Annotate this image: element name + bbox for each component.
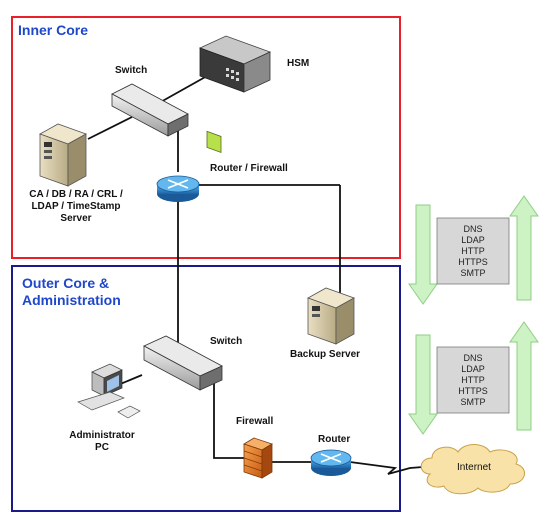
outer-core-title-line2: Administration bbox=[22, 292, 121, 308]
protocol-item: HTTPS bbox=[458, 386, 488, 396]
hsm-icon bbox=[198, 35, 272, 153]
protocol-item: LDAP bbox=[461, 235, 485, 245]
router-label: Router bbox=[318, 434, 351, 445]
protocol-item: SMTP bbox=[460, 397, 486, 407]
inner-switch-label: Switch bbox=[115, 65, 148, 76]
hsm-label: HSM bbox=[287, 58, 310, 69]
up-arrow-icon bbox=[509, 195, 539, 301]
protocol-list-bottom: DNS LDAP HTTP HTTPS SMTP bbox=[437, 353, 509, 408]
ca-server-label-line2: LDAP / TimeStamp bbox=[31, 201, 121, 212]
outer-switch-icon bbox=[143, 335, 223, 391]
internet-label: Internet bbox=[457, 462, 491, 473]
protocol-item: HTTP bbox=[461, 246, 485, 256]
outer-core-title: Outer Core & bbox=[22, 275, 110, 291]
outer-core-zone bbox=[11, 265, 401, 512]
backup-server-icon bbox=[307, 287, 355, 345]
inner-router-icon bbox=[156, 175, 200, 202]
firewall-label: Firewall bbox=[236, 416, 274, 427]
up-arrow-icon bbox=[509, 321, 539, 431]
outer-switch-label: Switch bbox=[210, 336, 243, 347]
router-firewall-label: Router / Firewall bbox=[210, 163, 288, 174]
connections bbox=[87, 61, 437, 475]
internet-cloud-icon bbox=[420, 444, 525, 495]
backup-server-label: Backup Server bbox=[290, 349, 361, 360]
firewall-icon bbox=[243, 437, 273, 479]
protocol-item: DNS bbox=[463, 353, 483, 363]
ca-server-icon bbox=[39, 123, 87, 187]
protocol-item: SMTP bbox=[460, 268, 486, 278]
traffic-arrows bbox=[408, 195, 539, 435]
inner-core-zone bbox=[11, 16, 401, 259]
down-arrow-icon bbox=[408, 334, 438, 435]
ca-server-label-line1: CA / DB / RA / CRL / bbox=[29, 189, 123, 200]
inner-switch-icon bbox=[111, 83, 189, 137]
protocol-item: DNS bbox=[463, 224, 483, 234]
admin-pc-label-line1: Administrator bbox=[69, 430, 135, 441]
protocol-item: HTTP bbox=[461, 375, 485, 385]
outer-router-icon bbox=[310, 449, 352, 476]
ca-server-label-line3: Server bbox=[60, 213, 92, 224]
protocol-box-bottom bbox=[436, 346, 510, 414]
protocol-box-top bbox=[436, 217, 510, 285]
down-arrow-icon bbox=[408, 204, 438, 305]
protocol-item: HTTPS bbox=[458, 257, 488, 267]
protocol-item: LDAP bbox=[461, 364, 485, 374]
inner-core-title: Inner Core bbox=[18, 22, 89, 38]
protocol-list-top: DNS LDAP HTTP HTTPS SMTP bbox=[437, 224, 509, 279]
admin-pc-label-line2: PC bbox=[95, 442, 109, 453]
admin-pc-icon bbox=[77, 363, 141, 419]
